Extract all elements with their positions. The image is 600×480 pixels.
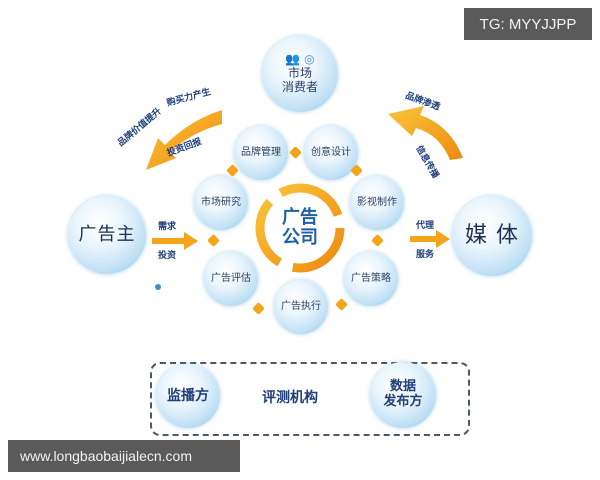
ring-node-label: 广告策略 [351,273,391,285]
center-line1: 广告 [282,207,318,229]
label-investment: 投资 [158,251,177,261]
node-media: 媒 体 [452,196,532,276]
node-market-consumer: 👥 ◎ 市场 消费者 [262,36,338,112]
ring-node-creative: 创意设计 [304,126,358,180]
watermark-tg: TG: MYYJJPP [464,8,592,40]
node-media-label: 媒 体 [465,223,519,249]
center-line2: 公司 [282,227,318,248]
ring-node-label: 广告评估 [211,273,251,285]
dot-icon [155,284,161,290]
ring-node-research: 市场研究 [194,176,248,230]
node-advertiser-label: 广告主 [78,223,136,245]
ring-node-label: 广告执行 [281,301,321,313]
node-monitor-label: 监播方 [167,387,209,404]
ring-node-label: 品牌管理 [241,147,281,159]
label-demand: 需求 [158,222,177,232]
ring-node-execution: 广告执行 [274,280,328,334]
watermark-url-text: www.longbaobaijialecn.com [20,448,192,464]
center-ad-company: 广告 公司 [268,198,332,258]
label-service: 服务 [416,250,435,260]
node-top-line1: 市场 [287,66,312,81]
arrow-right-left-icon [152,232,198,250]
evaluation-center-label: 评测机构 [262,390,318,406]
arrow-top-left-icon [146,110,222,170]
evaluation-box [150,362,470,436]
ring-node-label: 创意设计 [311,147,351,159]
node-data-publisher: 数据 发布方 [370,362,436,428]
watermark-tg-text: TG: MYYJJPP [479,15,577,33]
node-data-line2: 发布方 [383,394,423,409]
node-monitor: 监播方 [156,364,220,428]
node-advertiser: 广告主 [68,196,146,274]
ring-node-label: 影视制作 [357,197,397,209]
ring-node-video: 影视制作 [350,176,404,230]
arrow-top-right-icon [388,106,463,160]
watermark-url: www.longbaobaijialecn.com [8,440,240,472]
people-coins-icon: 👥 ◎ [285,52,315,67]
ring-node-evaluation: 广告评估 [204,252,258,306]
node-data-line1: 数据 [389,379,416,395]
arrow-right-right-icon [410,230,450,248]
ring-node-strategy: 广告策略 [344,252,398,306]
ring-node-brand-mgmt: 品牌管理 [234,126,288,180]
label-agency: 代理 [416,221,435,231]
ring-node-label: 市场研究 [201,197,241,209]
node-top-line2: 消费者 [281,79,318,94]
